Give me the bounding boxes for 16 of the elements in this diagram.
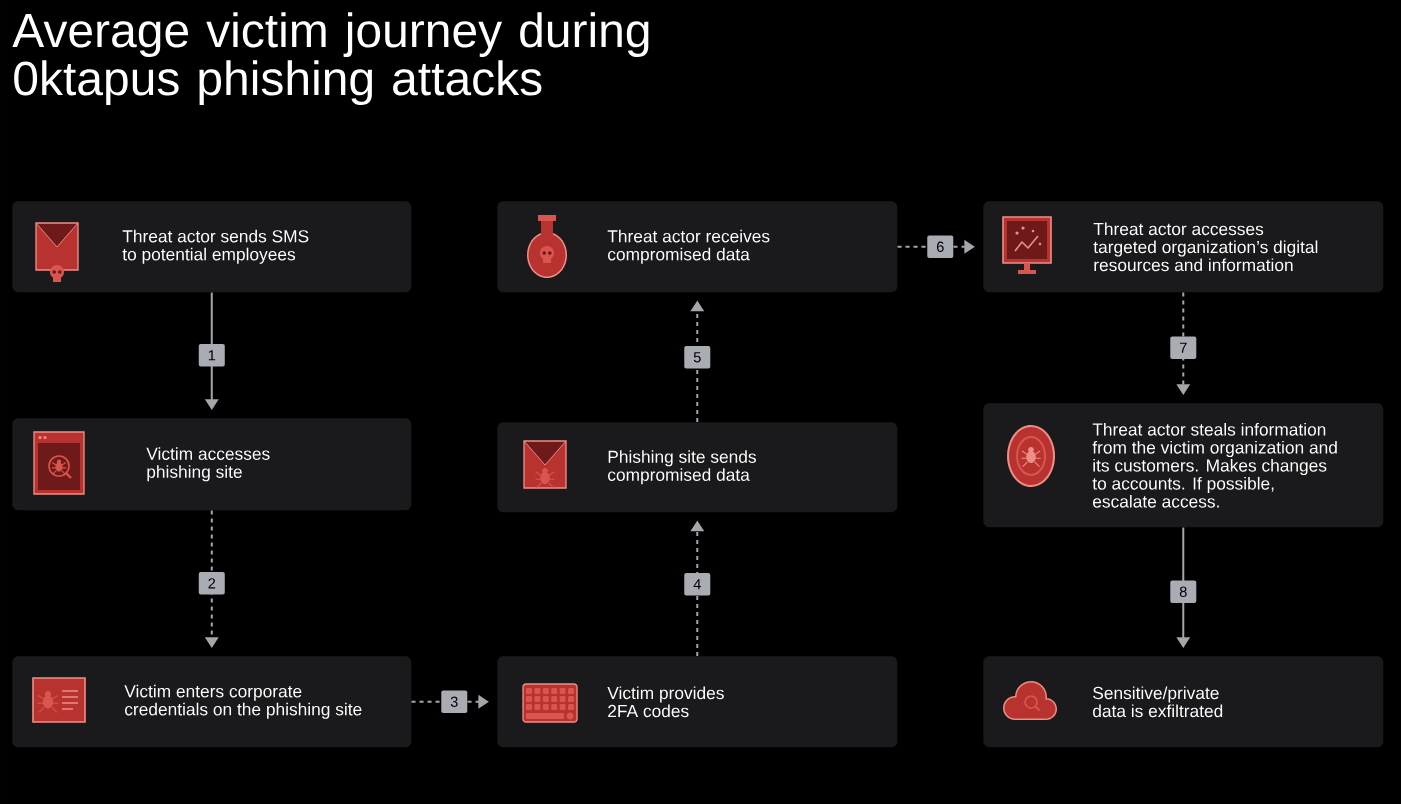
step-box: Victim provides 2FA codes: [497, 656, 898, 748]
step-box: Threat actor steals information from the victim organization and its customers. Makes changes to accounts. If possible, escalate access.: [983, 403, 1384, 528]
step-box: Phishing site sends compromised data: [497, 422, 898, 513]
edge-label: 6: [927, 235, 954, 259]
step-box: Sensitive/private data is exfiltrated: [983, 656, 1384, 748]
step-box: Threat actor receives compromised data: [497, 201, 898, 293]
edge-label: 5: [684, 345, 711, 369]
step-box: Threat actor sends SMS to potential employees: [12, 201, 412, 293]
step-box: Victim accesses phishing site: [12, 418, 412, 511]
edge-label: 4: [684, 572, 711, 596]
edge-label: 8: [1170, 580, 1197, 604]
edge-label: 3: [441, 690, 468, 714]
edge-label: 7: [1170, 336, 1197, 360]
step-box: Victim enters corporate credentials on the phishing site: [12, 656, 412, 748]
step-box: Threat actor accesses targeted organization’s digital resources and information: [983, 201, 1384, 293]
title: Average victim journey during 0ktapus phishing attacks: [12, 12, 649, 105]
